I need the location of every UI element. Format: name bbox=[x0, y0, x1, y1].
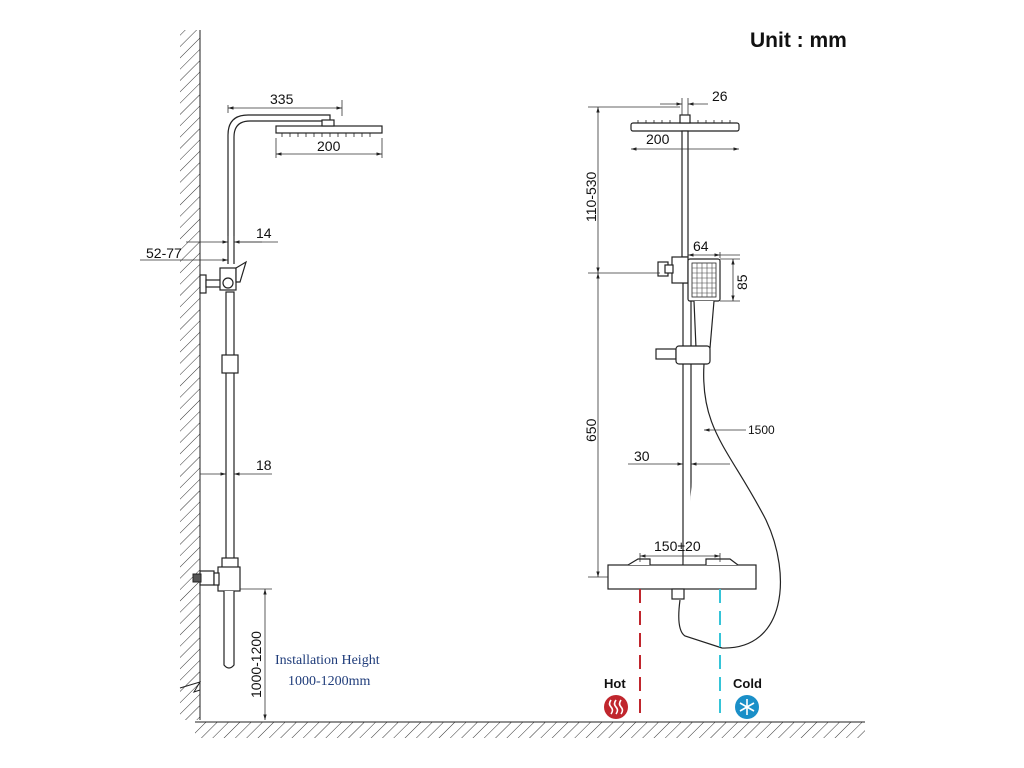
side-view: 335 200 14 52-77 18 1000-1200 Installati… bbox=[140, 91, 383, 720]
unit-label: Unit : mm bbox=[750, 29, 847, 52]
dim-wall-offset: 52-77 bbox=[146, 245, 182, 261]
rain-shower-head bbox=[275, 119, 383, 137]
dim-head-width-side: 200 bbox=[317, 138, 341, 154]
dim-rail-diameter: 30 bbox=[634, 448, 650, 464]
dim-pipe-lower: 18 bbox=[256, 457, 272, 473]
hand-shower-front bbox=[687, 258, 721, 349]
slider-clamp-front bbox=[655, 348, 677, 360]
slide-rail-side bbox=[225, 291, 235, 561]
cold-label: Cold bbox=[733, 676, 762, 691]
hot-legend: Hot bbox=[604, 676, 628, 719]
dim-install-height: 1000-1200 bbox=[248, 631, 264, 698]
dim-top-range: 110-530 bbox=[583, 171, 599, 222]
dim-top-pipe: 26 bbox=[712, 88, 728, 104]
dim-head-width-front: 200 bbox=[646, 131, 670, 147]
dim-handshower-width: 64 bbox=[693, 238, 709, 254]
dim-rail-height: 650 bbox=[583, 418, 599, 442]
dim-handshower-height: 85 bbox=[734, 274, 750, 290]
installation-height-value: 1000-1200mm bbox=[288, 674, 371, 689]
snowflake-icon bbox=[735, 695, 759, 719]
mixer-valve-side bbox=[192, 557, 241, 669]
upper-wall-bracket bbox=[199, 260, 248, 294]
front-view: 26 200 110-530 64 85 650 1500 30 bbox=[583, 88, 781, 720]
cold-legend: Cold bbox=[733, 676, 762, 719]
shower-hose bbox=[678, 363, 781, 649]
rain-shower-head-front bbox=[630, 114, 740, 132]
thermostatic-mixer-front bbox=[607, 558, 757, 600]
heat-waves-icon bbox=[604, 695, 628, 719]
slider-clamp-side bbox=[221, 354, 239, 374]
wall bbox=[179, 30, 202, 720]
dim-pipe-upper: 14 bbox=[256, 225, 272, 241]
dim-arm-length: 335 bbox=[270, 91, 294, 107]
dim-inlet-spacing: 150±20 bbox=[654, 538, 701, 554]
floor bbox=[195, 721, 865, 738]
installation-height-title: Installation Height bbox=[275, 653, 380, 668]
riser-pipe-front bbox=[681, 130, 689, 258]
dim-hose: 1500 bbox=[748, 423, 775, 437]
hot-label: Hot bbox=[604, 676, 626, 691]
diverter-front bbox=[657, 256, 689, 284]
